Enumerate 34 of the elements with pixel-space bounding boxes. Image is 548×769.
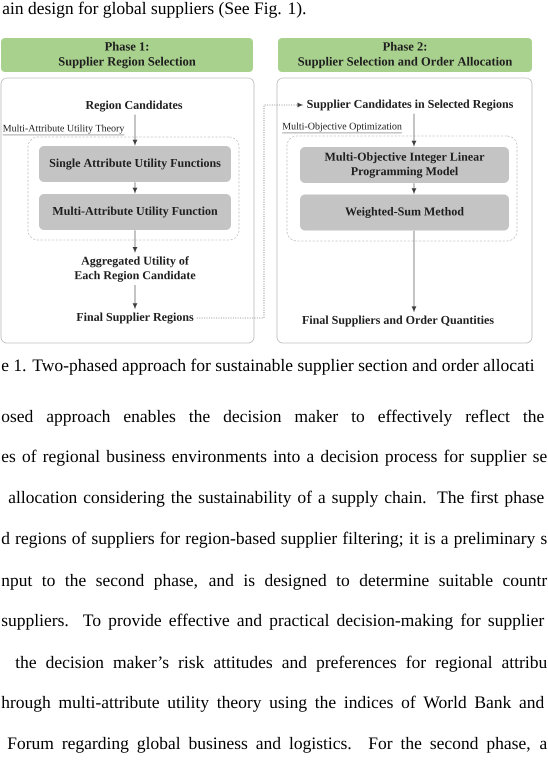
arrow bbox=[132, 230, 138, 252]
text-line: d regions of suppliers for region-based supplier filtering; it is a preliminary s bbox=[2, 532, 547, 548]
arrow bbox=[132, 284, 138, 308]
text-line: hrough multi-attribute utility theory using the indices of World Bank and bbox=[1, 696, 544, 712]
step-text: Final Suppliers and Order Quantities bbox=[302, 316, 494, 326]
step-text: Aggregated Utility of Each Region Candidate bbox=[74, 256, 196, 282]
arrow bbox=[412, 230, 416, 312]
arrow bbox=[196, 102, 303, 318]
phase-header: Phase 2: Supplier Selection and Order Allocation bbox=[278, 38, 532, 72]
process-box: Weighted-Sum Method bbox=[300, 194, 509, 230]
text-line: ain design for global suppliers (See Fig. 1). bbox=[2, 2, 306, 18]
text-line: nput to the second phase, and is designed to determine suitable countr bbox=[2, 574, 548, 590]
process-box: Multi-Objective Integer Linear Programming Model bbox=[300, 147, 509, 183]
text-line: osed approach enables the decision maker to effectively reflect the bbox=[2, 410, 544, 426]
step-text: Final Supplier Regions bbox=[76, 312, 194, 324]
step-text: Supplier Candidates in Selected Regions bbox=[307, 100, 514, 110]
step-text: Region Candidates bbox=[86, 100, 182, 112]
text-line: es of regional business environments into a decision process for supplier se bbox=[2, 450, 547, 466]
arrow bbox=[412, 113, 416, 146]
arrow bbox=[412, 182, 416, 194]
text-line: Forum regarding global business and logistics. For the second phase, a bbox=[8, 736, 547, 753]
figure-caption: e 1. Two-phased approach for sustainable supplier section and order allocati bbox=[2, 358, 534, 375]
text-line: suppliers. To provide effective and practical decision-making for supplier bbox=[2, 614, 544, 630]
panel-frame bbox=[276, 78, 532, 344]
group-heading: Multi-Attribute Utility Theory bbox=[2, 124, 125, 136]
process-box: Single Attribute Utility Functions bbox=[39, 146, 231, 182]
group-heading: Multi-Objective Optimization bbox=[282, 122, 402, 134]
arrow bbox=[132, 182, 138, 193]
phase-header: Phase 1: Supplier Region Selection bbox=[1, 38, 253, 72]
process-box: Multi-Attribute Utility Function bbox=[39, 194, 231, 230]
panel-frame bbox=[0, 78, 254, 344]
arrow bbox=[132, 114, 138, 145]
text-line: allocation considering the sustainability of a supply chain. The first phase bbox=[8, 490, 544, 507]
text-line: the decision maker’s risk attitudes and preferences for regional attribu bbox=[15, 656, 547, 672]
